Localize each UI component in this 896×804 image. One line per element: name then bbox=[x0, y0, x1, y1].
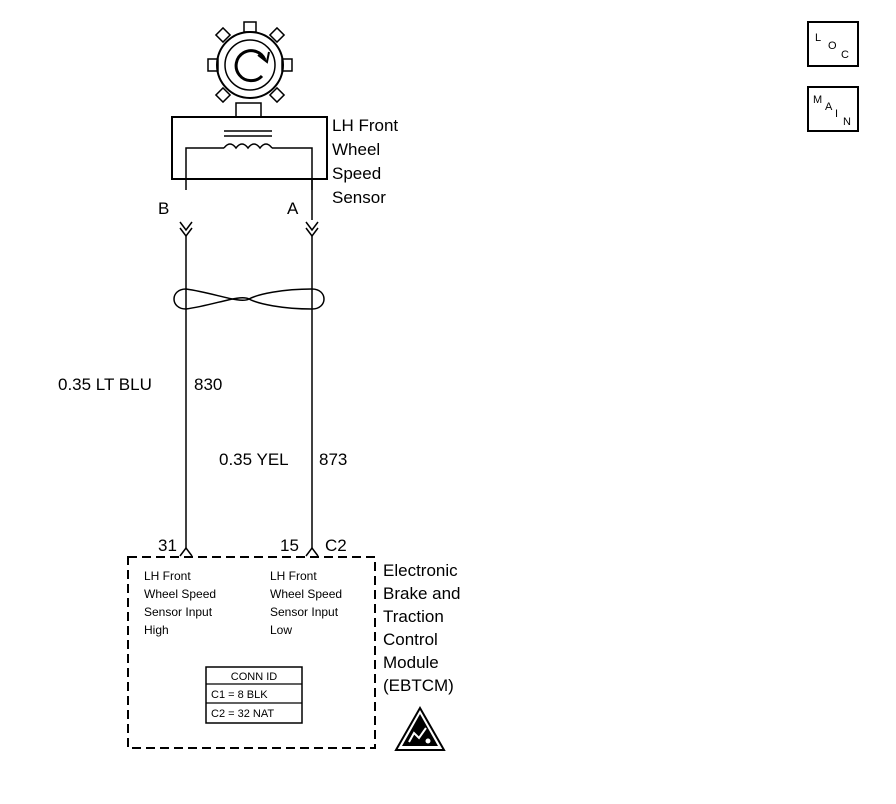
loc-button[interactable]: L O C bbox=[807, 21, 859, 67]
conn-id-row-c2: C2 = 32 NAT bbox=[211, 708, 274, 720]
conn-id-row-c1: C1 = 8 BLK bbox=[211, 689, 268, 701]
wire-830-color: 0.35 LT BLU bbox=[58, 375, 152, 394]
wheel-speed-sensor bbox=[171, 102, 328, 220]
esd-warning-icon bbox=[394, 705, 446, 751]
sensor-connector-chevrons bbox=[179, 221, 319, 238]
conn-id-title: CONN ID bbox=[231, 671, 278, 683]
tone-wheel-icon bbox=[207, 21, 293, 104]
conn-id-table: CONN ID C1 = 8 BLK C2 = 32 NAT bbox=[205, 666, 303, 724]
pin-31-label: 31 bbox=[158, 536, 177, 555]
input-high-label: LH Front Wheel Speed Sensor Input High bbox=[144, 569, 219, 637]
loc-letter-o: O bbox=[828, 40, 837, 52]
main-button[interactable]: M A I N bbox=[807, 86, 859, 132]
loc-letter-l: L bbox=[815, 32, 821, 44]
main-letter-i: I bbox=[835, 108, 838, 120]
wire-873-circuit: 873 bbox=[319, 450, 347, 469]
wire-873-color: 0.35 YEL bbox=[219, 450, 289, 469]
sensor-name: LH Front Wheel Speed Sensor bbox=[332, 116, 403, 207]
input-low-label: LH Front Wheel Speed Sensor Input Low bbox=[270, 569, 345, 637]
module-pin-chevrons bbox=[179, 546, 319, 557]
twisted-pair-symbol bbox=[173, 288, 325, 310]
connector-c2-label: C2 bbox=[325, 536, 347, 555]
main-letter-n: N bbox=[843, 116, 851, 128]
module-outline bbox=[127, 556, 376, 749]
main-letter-m: M bbox=[813, 94, 822, 106]
terminal-a-label: A bbox=[287, 199, 299, 218]
wire-830-circuit: 830 bbox=[194, 375, 222, 394]
pin-15-label: 15 bbox=[280, 536, 299, 555]
loc-letter-c: C bbox=[841, 49, 849, 61]
terminal-b-label: B bbox=[158, 199, 169, 218]
module-name: Electronic Brake and Traction Control Mo… bbox=[383, 561, 465, 695]
main-letter-a: A bbox=[825, 101, 833, 113]
